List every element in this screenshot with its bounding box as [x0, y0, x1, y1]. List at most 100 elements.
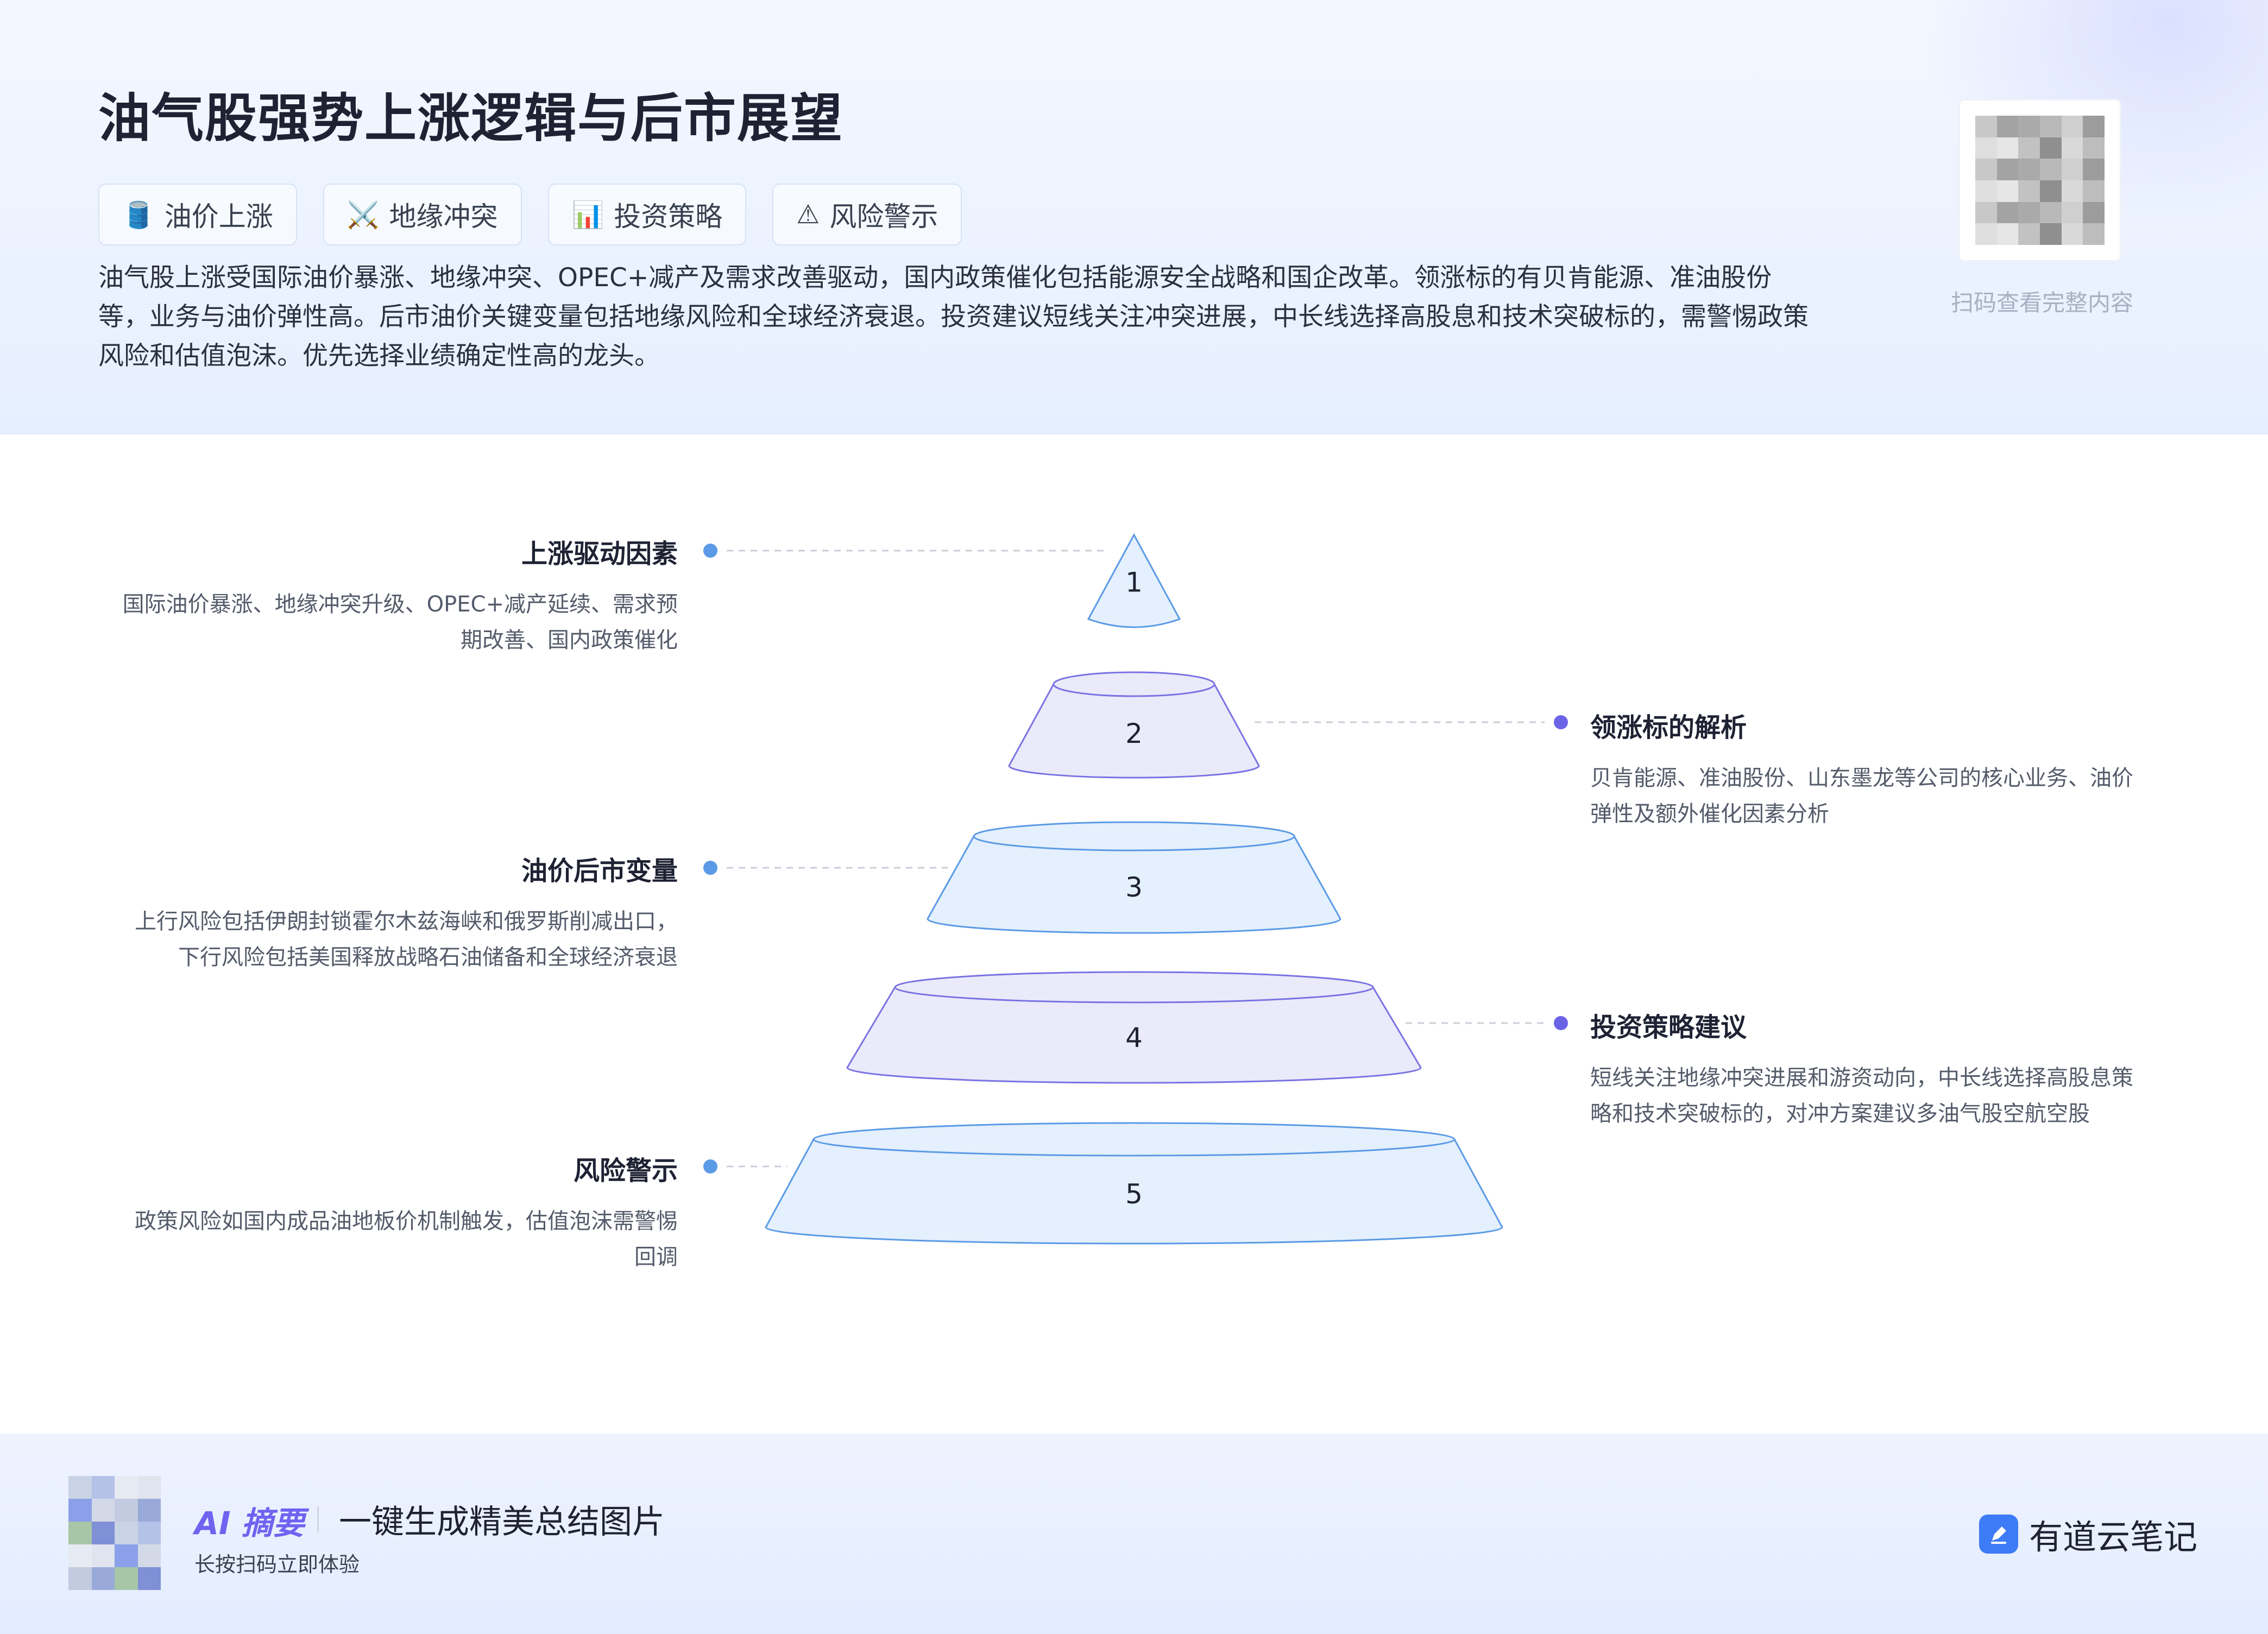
qr-cell — [1996, 180, 2019, 202]
qr-cell — [2040, 159, 2062, 180]
qr-cell — [91, 1544, 115, 1567]
qr-cell — [2040, 223, 2062, 245]
qr-cell — [91, 1476, 115, 1499]
qr-cell — [68, 1522, 92, 1544]
level-top-cap — [1053, 671, 1215, 697]
pyramid-level-2[interactable]: 2 — [1008, 671, 1260, 779]
qr-cell — [2040, 116, 2062, 137]
pyramid-level-4[interactable]: 4 — [846, 971, 1422, 1084]
pyramid-level-1[interactable]: 1 — [1087, 533, 1181, 628]
tag-label: 风险警示 — [829, 201, 938, 232]
tag-label: 油价上涨 — [164, 201, 273, 232]
qr-cell — [1996, 137, 2019, 159]
pyramid-level-3[interactable]: 3 — [927, 821, 1341, 934]
tag-label: 投资策略 — [614, 201, 723, 232]
brand[interactable]: 有道云笔记 — [1979, 1510, 2197, 1559]
desc-line: 回调 — [634, 1245, 678, 1270]
level-1-desc: 国际油价暴涨、地缘冲突升级、OPEC+减产延续、需求预 期改善、国内政策催化 — [87, 586, 678, 658]
qr-cell — [115, 1499, 138, 1522]
qr-cell — [91, 1522, 115, 1544]
qr-cell — [115, 1522, 138, 1544]
level-5-title: 风险警示 — [573, 1156, 678, 1186]
level-2-title: 领涨标的解析 — [1590, 712, 1747, 743]
pyramid-svg: 1 2 3 4 5 — [703, 533, 1568, 1245]
qr-cell — [1975, 159, 1997, 180]
qr-cell — [2018, 137, 2040, 159]
tag-oil-price[interactable]: 🛢️ 油价上涨 — [98, 184, 297, 245]
qr-cell — [2061, 116, 2083, 137]
qr-cell — [91, 1567, 115, 1590]
qr-cell — [2018, 201, 2040, 224]
level-top-cap — [973, 821, 1295, 851]
summary-text: 油气股上涨受国际油价暴涨、地缘冲突、OPEC+减产及需求改善驱动，国内政策催化包… — [98, 263, 1809, 371]
tag-label: 地缘冲突 — [389, 201, 498, 232]
qr-cell — [68, 1476, 92, 1499]
qr-cell — [68, 1499, 92, 1522]
header-banner: 油气股强势上涨逻辑与后市展望 🛢️ 油价上涨 ⚔️ 地缘冲突 📊 投资策略 ⚠ … — [0, 0, 2268, 434]
level-number: 3 — [1125, 872, 1143, 903]
qr-cell — [115, 1567, 138, 1590]
oil-barrel-icon: 🛢️ — [122, 199, 155, 230]
qr-cell — [2061, 223, 2083, 245]
level-number: 4 — [1125, 1022, 1143, 1053]
tag-strategy[interactable]: 📊 投资策略 — [547, 184, 747, 245]
level-body — [765, 1138, 1503, 1245]
level-5-label: 风险警示 政策风险如国内成品油地板价机制触发，估值泡沫需警惕 回调 — [87, 1149, 678, 1275]
qr-cell — [68, 1567, 92, 1590]
qr-cell — [137, 1476, 161, 1499]
qr-cell — [2018, 159, 2040, 180]
qr-code[interactable] — [1958, 99, 2121, 262]
qr-cell — [2083, 201, 2105, 224]
qr-cell — [91, 1499, 115, 1522]
footer-qr-code[interactable] — [68, 1476, 161, 1590]
level-4-desc: 短线关注地缘冲突进展和游资动向，中长线选择高股息策 略和技术突破标的，对冲方案建… — [1590, 1060, 2188, 1132]
qr-cell — [115, 1544, 138, 1567]
desc-line: 短线关注地缘冲突进展和游资动向，中长线选择高股息策 — [1590, 1065, 2133, 1090]
tag-geopolitics[interactable]: ⚔️ 地缘冲突 — [323, 184, 522, 245]
desc-line: 国际油价暴涨、地缘冲突升级、OPEC+减产延续、需求预 — [122, 592, 678, 617]
qr-cell — [2083, 116, 2105, 137]
level-top-cap — [812, 1122, 1456, 1157]
qr-cell — [137, 1567, 161, 1590]
footer-slogan: 一键生成精美总结图片 — [339, 1503, 665, 1541]
tag-risk[interactable]: ⚠ 风险警示 — [772, 184, 962, 245]
pyramid-level-5[interactable]: 5 — [765, 1122, 1503, 1245]
level-3-label: 油价后市变量 上行风险包括伊朗封锁霍尔木兹海峡和俄罗斯削减出口， 下行风险包括美… — [87, 849, 678, 975]
ai-summary-badge: AI 摘要 — [194, 1505, 305, 1542]
level-2-desc: 贝肯能源、准油股份、山东墨龙等公司的核心业务、油价 弹性及额外催化因素分析 — [1590, 760, 2188, 832]
qr-cell — [68, 1544, 92, 1567]
level-1-label: 上涨驱动因素 国际油价暴涨、地缘冲突升级、OPEC+减产延续、需求预 期改善、国… — [87, 532, 678, 658]
qr-cell — [2083, 159, 2105, 180]
bar-chart-icon: 📊 — [571, 199, 604, 230]
qr-cell — [115, 1476, 138, 1499]
qr-cell — [2061, 137, 2083, 159]
qr-cell — [1975, 180, 1997, 202]
qr-cell — [2040, 180, 2062, 202]
qr-cell — [137, 1522, 161, 1544]
qr-cell — [2083, 137, 2105, 159]
qr-cell — [2083, 180, 2105, 202]
qr-cell — [2018, 116, 2040, 137]
qr-cell — [1996, 116, 2019, 137]
level-3-desc: 上行风险包括伊朗封锁霍尔木兹海峡和俄罗斯削减出口， 下行风险包括美国释放战略石油… — [87, 904, 678, 975]
level-body — [1087, 533, 1181, 628]
brand-name: 有道云笔记 — [2028, 1517, 2197, 1557]
footer-banner: AI 摘要 一键生成精美总结图片 长按扫码立即体验 有道云笔记 — [0, 1434, 2268, 1634]
qr-cell — [2018, 223, 2040, 245]
connector-dot — [1554, 1016, 1568, 1030]
connector-dot — [703, 1159, 717, 1174]
qr-cell — [1975, 223, 1997, 245]
qr-cell — [1975, 137, 1997, 159]
qr-cell — [2061, 180, 2083, 202]
qr-cell — [2018, 180, 2040, 202]
level-body — [1008, 683, 1260, 779]
level-body — [927, 835, 1341, 934]
desc-line: 弹性及额外催化因素分析 — [1590, 802, 1829, 827]
qr-cell — [1975, 201, 1997, 224]
qr-cell — [2040, 201, 2062, 224]
qr-cell — [1996, 223, 2019, 245]
desc-line: 下行风险包括美国释放战略石油储备和全球经济衰退 — [178, 945, 678, 970]
level-2-label: 领涨标的解析 贝肯能源、准油股份、山东墨龙等公司的核心业务、油价 弹性及额外催化… — [1590, 706, 2188, 832]
level-4-title: 投资策略建议 — [1590, 1012, 1747, 1043]
warning-icon: ⚠ — [796, 199, 820, 230]
